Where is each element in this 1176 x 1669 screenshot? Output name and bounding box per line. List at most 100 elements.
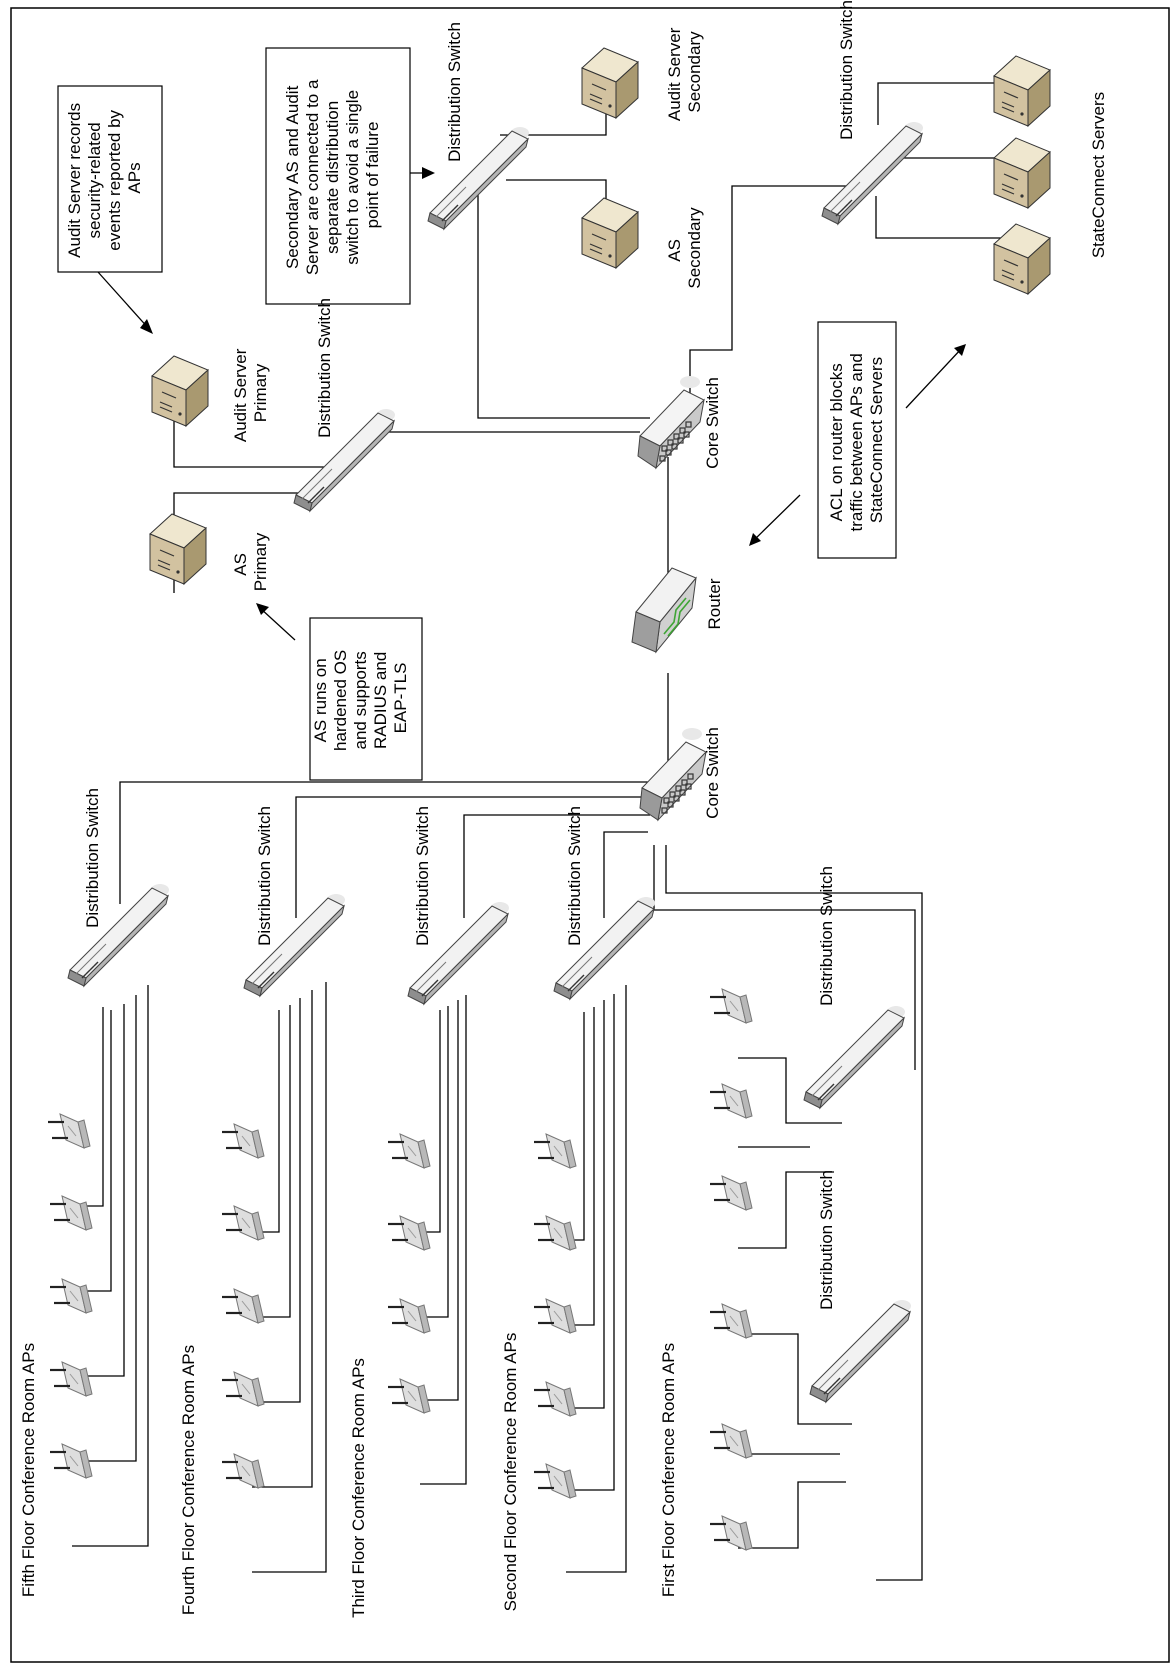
label-first-floor: First Floor Conference Room APs: [659, 1343, 678, 1597]
note-audit-records-line: events reported by: [105, 109, 124, 250]
label-stateconnect-servers: StateConnect Servers: [1089, 92, 1108, 258]
access-point-icon: [708, 1422, 754, 1460]
label-audit-server-secondary-line: Secondary: [685, 31, 704, 113]
label-primary-distribution-switch: Distribution Switch: [315, 298, 334, 438]
label-first-floor-distribution-switch-b: Distribution Switch: [817, 1170, 836, 1310]
label-stateconnect-distribution-switch: Distribution Switch: [837, 0, 856, 140]
as-secondary-server-icon: [581, 197, 639, 269]
note-secondary-separate-line: separate distribution: [323, 101, 342, 254]
access-point-icon: [532, 1214, 578, 1252]
note-as-hardened-line: RADIUS and: [371, 652, 390, 749]
label-as-primary: AS Primary: [231, 532, 270, 591]
note-audit-records: Audit Server records security-related ev…: [65, 98, 144, 258]
label-fifth-floor: Fifth Floor Conference Room APs: [19, 1343, 38, 1597]
access-point-icon: [220, 1204, 266, 1242]
access-point-icon: [532, 1132, 578, 1170]
access-point-icon: [46, 1112, 92, 1150]
label-as-primary-line: Primary: [251, 532, 270, 591]
note-box-as-hardened: [309, 617, 423, 781]
label-router: Router: [705, 578, 724, 629]
note-secondary-separate: Secondary AS and Audit Server are connec…: [283, 75, 382, 275]
note-secondary-separate-line: Server are connected to a: [303, 79, 322, 275]
access-point-icon: [532, 1380, 578, 1418]
callout-arrowheads: [140, 167, 966, 615]
first-floor-aps: [708, 987, 754, 1552]
note-acl-router-line: traffic between APs and: [847, 353, 866, 531]
access-point-icon: [386, 1214, 432, 1252]
label-audit-server-primary-line: Audit Server: [231, 348, 250, 442]
note-as-hardened-line: EAP-TLS: [391, 663, 410, 734]
note-audit-records-line: APs: [125, 162, 144, 193]
access-point-icon: [220, 1287, 266, 1325]
label-audit-server-primary-line: Primary: [251, 363, 270, 422]
label-second-floor: Second Floor Conference Room APs: [501, 1333, 520, 1612]
label-as-secondary-line: AS: [665, 239, 684, 262]
fourth-floor-aps: [220, 1122, 266, 1490]
note-acl-router-line: StateConnect Servers: [867, 357, 886, 523]
access-point-icon: [708, 1514, 754, 1552]
note-secondary-separate-line: Secondary AS and Audit: [283, 85, 302, 269]
note-secondary-separate-line: point of failure: [363, 122, 382, 229]
first-floor-distribution-switch-a-icon: [803, 1005, 906, 1109]
access-point-icon: [708, 1082, 754, 1120]
access-point-icon: [708, 1302, 754, 1340]
note-box-acl-router: [817, 321, 897, 559]
label-fourth-floor: Fourth Floor Conference Room APs: [179, 1345, 198, 1615]
access-point-icon: [48, 1194, 94, 1232]
lower-core-switch-icon: [639, 727, 707, 821]
note-as-hardened-line: and supports: [351, 651, 370, 749]
note-box-audit-records: [57, 85, 163, 273]
label-fourth-floor-distribution-switch: Distribution Switch: [255, 806, 274, 946]
audit-server-primary-icon: [151, 355, 209, 427]
access-point-icon: [386, 1132, 432, 1170]
label-third-floor-distribution-switch: Distribution Switch: [413, 806, 432, 946]
label-secondary-distribution-switch: Distribution Switch: [445, 22, 464, 162]
primary-distribution-switch-icon: [293, 408, 396, 512]
audit-server-secondary-icon: [581, 47, 639, 119]
second-floor-aps: [532, 1132, 578, 1500]
first-floor-distribution-switch-b-icon: [809, 1299, 912, 1403]
label-fifth-floor-distribution-switch: Distribution Switch: [83, 788, 102, 928]
stateconnect-server-2-icon: [993, 137, 1051, 209]
label-third-floor: Third Floor Conference Room APs: [349, 1358, 368, 1618]
note-as-hardened-line: hardened OS: [331, 650, 350, 751]
access-point-icon: [48, 1360, 94, 1398]
access-point-icon: [532, 1297, 578, 1335]
label-first-floor-distribution-switch-a: Distribution Switch: [817, 866, 836, 1006]
fifth-floor-aps: [46, 1112, 94, 1480]
router-icon: [631, 567, 697, 653]
access-point-icon: [386, 1377, 432, 1415]
label-as-secondary-line: Secondary: [685, 207, 704, 289]
note-acl-router-line: ACL on router blocks: [827, 363, 846, 521]
access-point-icon: [532, 1462, 578, 1500]
access-point-icon: [220, 1452, 266, 1490]
label-audit-server-primary: Audit Server Primary: [231, 344, 270, 442]
label-lower-core-switch: Core Switch: [703, 727, 722, 819]
access-point-icon: [708, 987, 754, 1025]
access-point-icon: [220, 1370, 266, 1408]
access-point-icon: [386, 1297, 432, 1335]
stateconnect-server-3-icon: [993, 223, 1051, 295]
access-point-icon: [220, 1122, 266, 1160]
diagram-frame: [10, 7, 1170, 1663]
note-audit-records-line: security-related: [85, 122, 104, 238]
note-as-hardened: AS runs on hardened OS and supports RADI…: [311, 645, 410, 751]
connection-lines: [70, 82, 1018, 1581]
label-upper-core-switch: Core Switch: [703, 377, 722, 469]
stateconnect-server-1-icon: [993, 55, 1051, 127]
note-as-hardened-line: AS runs on: [311, 658, 330, 742]
label-audit-server-secondary-line: Audit Server: [665, 27, 684, 121]
label-second-floor-distribution-switch: Distribution Switch: [565, 806, 584, 946]
note-audit-records-line: Audit Server records: [65, 103, 84, 258]
label-as-primary-line: AS: [231, 553, 250, 576]
access-point-icon: [708, 1174, 754, 1212]
note-acl-router: ACL on router blocks traffic between APs…: [827, 348, 886, 531]
third-floor-aps: [386, 1132, 432, 1415]
note-secondary-separate-line: switch to avoid a single: [343, 90, 362, 265]
note-box-secondary-separate: [265, 47, 411, 305]
label-as-secondary: AS Secondary: [665, 207, 704, 289]
as-primary-server-icon: [149, 513, 207, 585]
upper-core-switch-icon: [637, 375, 705, 469]
access-point-icon: [48, 1277, 94, 1315]
